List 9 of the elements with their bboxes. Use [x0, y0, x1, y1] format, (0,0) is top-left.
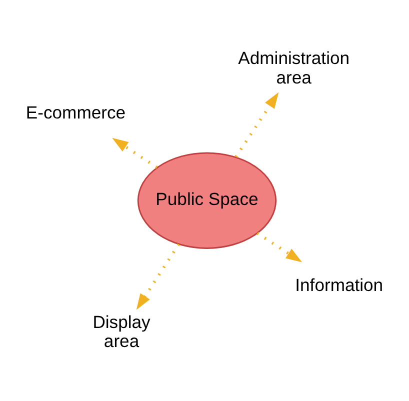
node-ellipse: Public Space: [137, 152, 277, 248]
arrow: [256, 232, 302, 262]
node-text: Administration area: [238, 48, 350, 87]
node-text: E-commerce: [26, 102, 126, 122]
arrow: [136, 242, 180, 310]
node-text: Display area: [92, 311, 150, 350]
node-text: Information: [295, 274, 384, 294]
arrow: [234, 92, 279, 158]
arrow: [112, 137, 158, 168]
